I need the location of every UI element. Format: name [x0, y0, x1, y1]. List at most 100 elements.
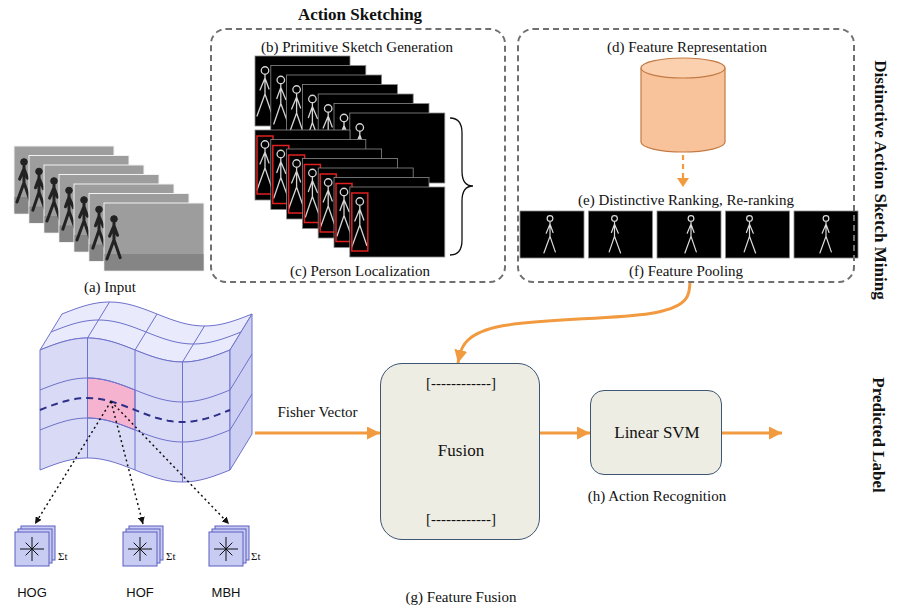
grid-line [135, 314, 157, 350]
box-title: Fusion [438, 441, 484, 461]
orientation-spoke [226, 549, 232, 555]
person-box [352, 193, 368, 251]
person-head [261, 141, 269, 149]
person-head [309, 169, 317, 177]
person-head [823, 216, 829, 222]
orientation-spoke [128, 549, 140, 550]
video-frame [104, 203, 204, 271]
dotted-arrow [111, 401, 229, 524]
orientation-spoke [134, 549, 140, 555]
descriptor-name: MBH [212, 585, 241, 601]
sketch-frame [350, 187, 445, 257]
grid-line [88, 302, 110, 338]
person-head [111, 216, 118, 223]
orientation-spoke [140, 543, 146, 549]
orientation-spoke [220, 549, 226, 555]
flow-arrow [458, 283, 690, 363]
flow-arrow [255, 432, 380, 435]
orientation-spoke [26, 549, 32, 555]
person-head [293, 86, 301, 94]
orientation-spoke [32, 549, 38, 555]
orientation-spoke [32, 549, 44, 550]
caption-text: (a) Input [84, 278, 136, 296]
person-figure [820, 222, 831, 253]
person-figure [77, 204, 90, 240]
person-figure [352, 206, 367, 247]
input-image-stack: (a) Input [8, 146, 212, 306]
sketch-frame [657, 211, 721, 258]
person-head [747, 216, 753, 222]
process-box: Linear SVM(h) Action Recognition [590, 390, 722, 475]
orientation-spoke [226, 537, 227, 549]
step-label: (d) Feature Representation [607, 38, 767, 56]
step-label: (e) Distinctive Ranking, Re-ranking [578, 191, 794, 209]
orientation-spoke [140, 549, 141, 561]
sketch-frame [726, 211, 790, 258]
dashed-group-box: Distinctive Action Sketch Mining(d) Feat… [517, 28, 855, 283]
step-label: (g) Feature Fusion [406, 588, 517, 606]
person-figure [257, 75, 272, 116]
pooled-frames [520, 211, 858, 258]
person-head [547, 216, 553, 222]
highlighted-cell [88, 378, 136, 430]
person-head [66, 187, 73, 194]
sum-symbol: Σt [166, 550, 175, 563]
step-label: (h) Action Recognition [588, 487, 726, 505]
person-head [309, 95, 317, 103]
group-title: Action Sketching [298, 5, 422, 25]
orientation-spoke [32, 543, 38, 549]
dashed-arrow [682, 155, 684, 179]
orientation-spoke [214, 549, 226, 550]
grid-line [230, 394, 252, 430]
orientation-spoke [226, 549, 227, 561]
trajectory-volume [40, 302, 252, 482]
person-head [277, 76, 285, 84]
vector-bracket: [------------] [426, 374, 496, 392]
person-head [51, 178, 58, 185]
grid-line [230, 354, 252, 390]
person-head [340, 114, 348, 122]
descriptor-name: HOG [17, 585, 47, 601]
dashed-group-box: Action Sketching(b) Primitive Sketch Gen… [210, 28, 506, 283]
cube-layer [15, 532, 49, 566]
sketch-frame [589, 211, 653, 258]
orientation-spoke [140, 549, 152, 550]
orientation-spoke [140, 549, 146, 555]
edge-label: Fisher Vector [277, 404, 357, 421]
person-head [324, 179, 332, 187]
person-head [688, 216, 694, 222]
person-figure [257, 149, 272, 190]
flow-arrow [722, 432, 782, 435]
person-figure [685, 222, 696, 253]
person-head [356, 198, 364, 206]
descriptor-cube [209, 526, 249, 566]
step-label: (f) Feature Pooling [629, 262, 743, 280]
person-figure [107, 223, 120, 259]
person-figure [544, 222, 555, 253]
descriptor-name: HOF [126, 585, 153, 601]
person-head [21, 159, 28, 166]
orientation-spoke [220, 543, 226, 549]
dotted-arrow [111, 401, 143, 524]
orientation-spoke [26, 543, 32, 549]
dotted-arrow [35, 401, 111, 524]
descriptor-cube [15, 526, 55, 566]
orientation-spoke [140, 537, 141, 549]
flow-arrow [540, 432, 590, 435]
person-figure [744, 222, 755, 253]
person-figure [47, 185, 60, 221]
cube-layer [209, 532, 243, 566]
step-label: (c) Person Localization [290, 262, 430, 280]
person-figure [289, 168, 304, 209]
localized-frames [255, 130, 445, 257]
orientation-spoke [226, 543, 232, 549]
box-title: Linear SVM [614, 423, 699, 443]
cube-layer [123, 532, 157, 566]
output-label-box: Predicted Label [782, 360, 890, 510]
step-label: (b) Primitive Sketch Generation [261, 38, 453, 56]
person-head [36, 168, 43, 175]
person-head [340, 188, 348, 196]
grid-line [183, 326, 205, 362]
